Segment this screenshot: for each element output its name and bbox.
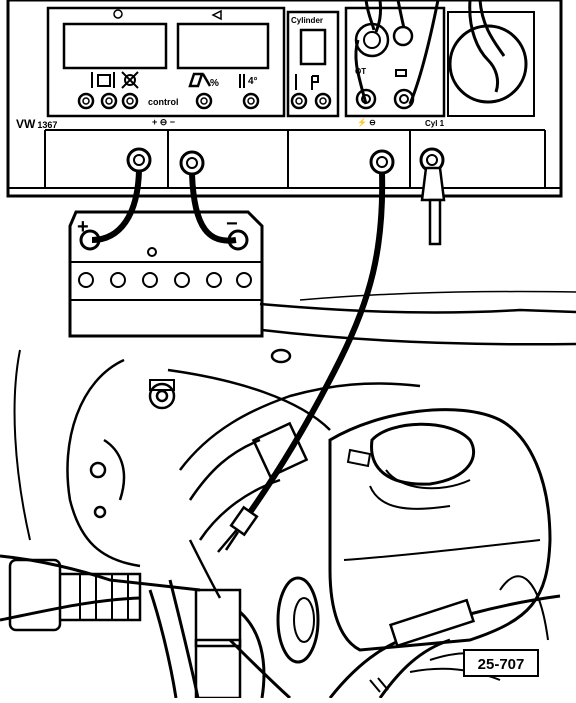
- battery-minus-sign: −: [226, 213, 238, 235]
- display-left: [62, 22, 168, 70]
- cylinder-label: Cylinder: [291, 16, 323, 25]
- polarity-label: + ⊖ −: [152, 117, 175, 127]
- angle-icon: [211, 9, 222, 21]
- knob-3[interactable]: [121, 92, 139, 110]
- knob-2[interactable]: [100, 92, 118, 110]
- cyl1-clamp-plug: [420, 166, 446, 246]
- strut-tower-outline: [66, 358, 141, 568]
- spark-plug-connector: [388, 598, 476, 648]
- vacuum-valve: [276, 576, 320, 664]
- battery-case: [68, 210, 264, 338]
- body-hole: [270, 348, 292, 364]
- probe-bay: [447, 11, 535, 117]
- figure-reference-tag: 25-707: [463, 649, 539, 677]
- clock-icon: [113, 9, 123, 19]
- engine-bay: [0, 290, 576, 700]
- probe-spool: [448, 24, 528, 104]
- ot-label: OT: [355, 67, 366, 76]
- cyl1-label: Cyl 1: [425, 119, 445, 128]
- tester-housing: [6, 0, 563, 198]
- hose-left: [0, 554, 201, 592]
- battery: + −: [68, 210, 264, 338]
- knob-1[interactable]: [77, 92, 95, 110]
- ot-lead-2: [408, 0, 440, 105]
- gauge-percent-icon: [188, 72, 212, 88]
- cell-cap: [174, 272, 190, 288]
- sensor-cable-a: [364, 0, 376, 31]
- engine-cover: [179, 382, 421, 471]
- display-right: [176, 22, 270, 70]
- spark-icon: [239, 74, 245, 88]
- reservoir-cap-tab: [346, 448, 372, 468]
- connector-panel: [344, 6, 446, 118]
- fuel-line: [148, 589, 178, 699]
- crossed-sun-icon: [121, 71, 139, 89]
- percent-label: %: [210, 78, 219, 89]
- reservoir-level-line: [343, 539, 541, 561]
- figure-reference: 25-707: [478, 656, 525, 673]
- positive-cable: [91, 169, 142, 243]
- cylinder-knob-1[interactable]: [290, 92, 308, 110]
- strut-bolt: [148, 382, 176, 410]
- cell-cap: [206, 272, 222, 288]
- ot-lead: [354, 39, 368, 105]
- cylinder-display: [299, 28, 327, 66]
- knob-4[interactable]: [195, 92, 213, 110]
- coolant-reservoir: [328, 408, 552, 652]
- battery-vent: [147, 247, 157, 257]
- control-label: control: [148, 97, 179, 107]
- cell-cap: [236, 272, 252, 288]
- ot-socket[interactable]: [355, 88, 377, 110]
- display-panel: [46, 6, 286, 118]
- hose-fitting: [8, 558, 62, 632]
- cylinder-knob-2[interactable]: [314, 92, 332, 110]
- signal-symbol: ⚡ ⊖: [357, 117, 376, 127]
- ignition-coil: [194, 588, 242, 648]
- battery-plus-sign: +: [77, 216, 89, 238]
- degree-label: 4°: [248, 76, 258, 87]
- negative-cable: [189, 173, 237, 244]
- knob-5[interactable]: [242, 92, 260, 110]
- cylinder-panel: [286, 10, 340, 118]
- engine-tester: % 4° control Cylinder: [6, 0, 563, 198]
- cell-cap: [78, 272, 94, 288]
- body-edge-upper: [259, 302, 576, 314]
- reservoir-cap[interactable]: [370, 422, 476, 486]
- probe-cable: [468, 0, 500, 93]
- cell-cap: [110, 272, 126, 288]
- lamp-bracket-icon: [91, 72, 115, 88]
- cylinder-select-icon: [311, 75, 319, 90]
- signal-clip: [224, 505, 259, 551]
- signal-lead: [243, 171, 386, 520]
- cell-cap: [142, 272, 158, 288]
- ot-marker-icon: [395, 69, 407, 77]
